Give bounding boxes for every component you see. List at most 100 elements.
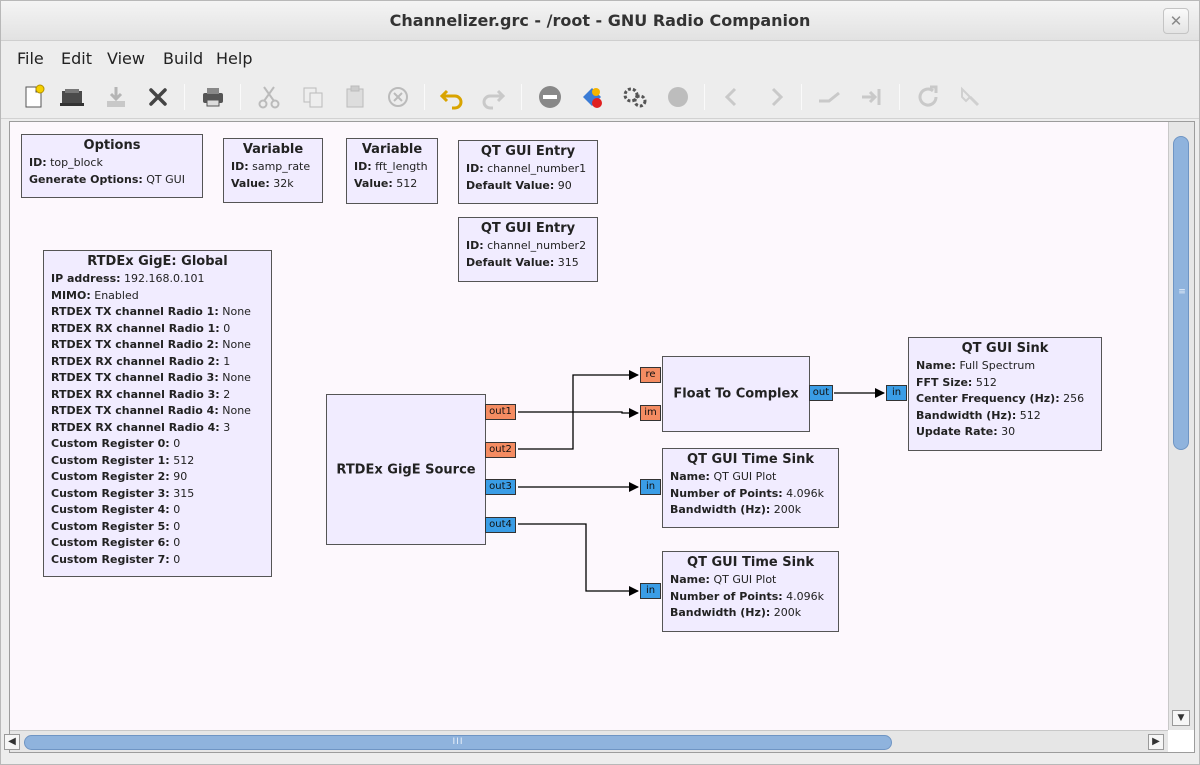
undo-button[interactable] [438,83,466,111]
param-row: RTDEX TX channel Radio 1: None [51,304,264,321]
paste-button[interactable] [341,83,369,111]
param-key: ID: [231,160,249,173]
scroll-right-arrow-icon[interactable]: ▶ [1148,734,1164,750]
port-out[interactable]: out [809,385,833,401]
float-to-complex-block[interactable]: Float To Complex [662,356,810,432]
kill-button[interactable] [664,83,692,111]
title-bar[interactable]: Channelizer.grc - /root - GNU Radio Comp… [1,1,1199,41]
close-button[interactable] [144,83,172,111]
window-close-button[interactable]: ✕ [1163,8,1189,34]
param-key: Name: [670,573,710,586]
param-row: Name: Full Spectrum [916,358,1094,375]
port-out4[interactable]: out4 [485,517,516,533]
param-value: Full Spectrum [955,359,1036,372]
generate-button[interactable] [578,83,606,111]
param-key: Custom Register 6: [51,536,170,549]
open-button[interactable] [58,83,86,111]
rotate-left-icon [724,87,737,107]
menu-help[interactable]: Help [216,49,253,68]
enable-button[interactable] [816,83,844,111]
bypass-button[interactable] [858,83,886,111]
rotate-right-button[interactable] [761,83,789,111]
find-icon [961,86,980,107]
horizontal-scroll-thumb[interactable]: III [24,735,892,750]
rotate-left-button[interactable] [719,83,747,111]
find-button[interactable] [956,83,984,111]
variable-samp-rate-block[interactable]: Variable ID: samp_rate Value: 32k [223,138,323,203]
param-row: Custom Register 1: 512 [51,453,264,470]
cut-button[interactable] [255,83,283,111]
param-value: 0 [219,321,231,335]
scroll-down-arrow-icon[interactable]: ▼ [1172,710,1190,726]
vertical-scroll-thumb[interactable]: ≡ [1173,136,1189,450]
port-out3[interactable]: out3 [485,479,516,495]
new-button[interactable] [19,83,47,111]
menu-file[interactable]: File [17,49,44,68]
rotate-right-icon [771,87,784,107]
print-button[interactable] [199,83,227,111]
rtdex-global-block[interactable]: RTDEx GigE: Global IP address: 192.168.0… [43,250,272,577]
param-row: Custom Register 3: 315 [51,486,264,503]
param-value: QT GUI Plot [709,573,777,586]
port-in[interactable]: in [640,479,661,495]
qt-gui-entry-2-block[interactable]: QT GUI Entry ID: channel_number2 Default… [458,217,598,282]
execute-button[interactable] [621,83,649,111]
param-row: Name: QT GUI Plot [670,469,831,486]
param-row: RTDEX TX channel Radio 3: None [51,370,264,387]
param-row: Custom Register 2: 90 [51,469,264,486]
grip-icon: ≡ [1178,287,1186,297]
param-value: Value: 512 [354,176,430,193]
param-value: 200k [770,606,802,619]
menu-edit[interactable]: Edit [61,49,92,68]
options-block[interactable]: Options ID: top_block Generate Options: … [21,134,203,198]
variable-fft-length-block[interactable]: Variable ID: fft_length Value: 512 [346,138,438,204]
wire-out4-time-sink2[interactable] [518,523,639,596]
block-title: QT GUI Entry [480,221,576,236]
param-key: ID: [466,162,484,175]
param-row: Update Rate: 30 [916,424,1094,441]
flowgraph-canvas[interactable]: Options ID: top_block Generate Options: … [10,122,1168,730]
block-title: Options [83,138,141,153]
delete-button[interactable] [384,83,412,111]
menu-build[interactable]: Build [163,49,204,68]
kill-icon [668,87,688,107]
port-in[interactable]: in [640,583,661,599]
redo-button[interactable] [479,83,507,111]
port-in[interactable]: in [886,385,907,401]
param-key: Custom Register 1: [51,453,170,467]
port-out1[interactable]: out1 [485,404,516,420]
param-row: Custom Register 6: 0 [51,535,264,552]
disable-button[interactable] [536,83,564,111]
scroll-left-arrow-icon[interactable]: ◀ [4,734,20,750]
save-button[interactable] [102,83,130,111]
reload-button[interactable] [914,83,942,111]
param-id: ID: channel_number1 [466,161,590,178]
param-id: ID: samp_rate [231,159,315,176]
wire-out1-im[interactable] [518,408,639,418]
rtdex-source-block[interactable]: RTDEx GigE Source [326,394,486,545]
param-value: 256 [1059,392,1085,405]
qt-gui-entry-1-block[interactable]: QT GUI Entry ID: channel_number1 Default… [458,140,598,204]
port-im[interactable]: im [640,405,661,421]
param-row: RTDEX RX channel Radio 1: 0 [51,321,264,338]
param-row: Custom Register 0: 0 [51,436,264,453]
param-key: Bandwidth (Hz): [670,606,771,619]
save-icon [107,87,125,107]
wire-out2-re[interactable] [518,370,639,450]
port-out2[interactable]: out2 [485,442,516,458]
param-key: Generate Options: [29,172,143,186]
bypass-icon [862,89,881,105]
copy-button[interactable] [299,83,327,111]
vertical-scrollbar[interactable]: ≡ ▼ [1168,122,1194,730]
toolbar-separator [240,84,241,110]
horizontal-scrollbar[interactable]: ◀ III ▶ [4,730,1168,752]
param-value: 192.168.0.101 [120,272,205,285]
block-title: Float To Complex [673,386,799,402]
menu-view[interactable]: View [107,49,145,68]
port-re[interactable]: re [640,367,661,383]
